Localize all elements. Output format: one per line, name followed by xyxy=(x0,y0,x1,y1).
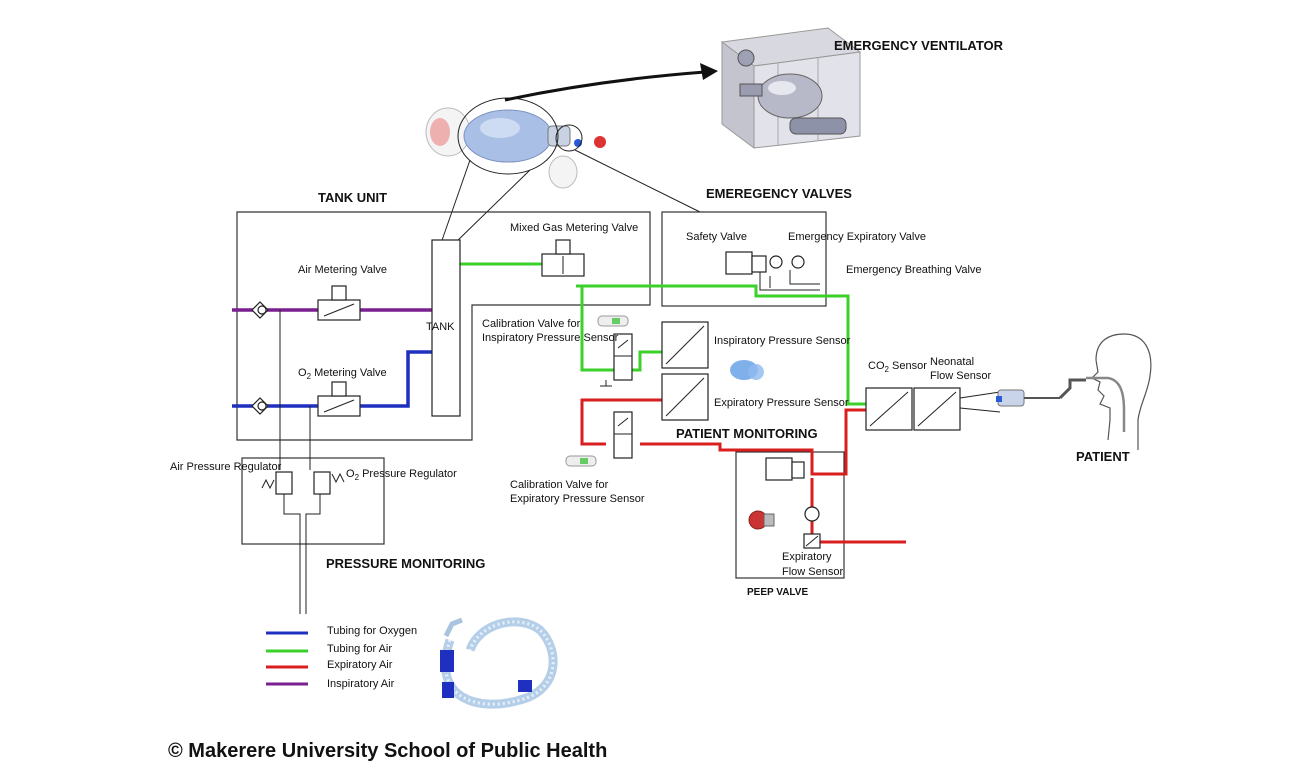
o2-pressure-regulator-icon xyxy=(313,471,345,495)
air-tube-calibration xyxy=(580,286,662,372)
patient-connector-icon xyxy=(996,378,1086,407)
red-peep-part-icon xyxy=(748,510,775,530)
bag-valve-mask-illustration xyxy=(425,107,606,189)
calibration-valve-inspiratory-label-1: Calibration Valve for xyxy=(482,318,581,330)
peep-valve-icon xyxy=(765,457,821,549)
air-metering-valve-label: Air Metering Valve xyxy=(298,264,387,276)
expiratory-flow-sensor-label-2: Flow Sensor xyxy=(782,566,843,578)
safety-valve-label: Safety Valve xyxy=(686,231,747,243)
pointer-line-1 xyxy=(439,159,471,247)
pointer-line-3 xyxy=(574,149,701,213)
tank xyxy=(431,239,461,417)
mixed-gas-metering-valve-label: Mixed Gas Metering Valve xyxy=(510,222,638,234)
ventilator-tubing-illustration xyxy=(440,617,558,709)
legend-label-oxygen: Tubing for Oxygen xyxy=(327,625,417,637)
co2-sensor-label: CO2 Sensor xyxy=(868,360,927,374)
o2-metering-valve-icon xyxy=(317,381,361,417)
calibration-valve-expiratory-label-1: Calibration Valve for xyxy=(510,479,609,491)
pressure-monitoring-heading: PRESSURE MONITORING xyxy=(326,556,485,571)
neonatal-flow-sensor-label-1: Neonatal xyxy=(930,356,974,368)
air-metering-valve-icon xyxy=(317,285,361,321)
zoom-circle-small xyxy=(555,124,583,152)
emergency-breathing-valve-label: Emergency Breathing Valve xyxy=(846,264,982,276)
emergency-valve-lines xyxy=(759,270,820,291)
air-tube-main xyxy=(576,284,866,406)
inspiratory-pressure-sensor-icon xyxy=(661,321,709,369)
emergency-expiratory-valve-label: Emergency Expiratory Valve xyxy=(788,231,926,243)
pointer-line-2 xyxy=(451,169,531,247)
calibration-valve-expiratory-label-2: Expiratory Pressure Sensor xyxy=(510,493,645,505)
legend: Tubing for Oxygen Tubing for Air Expirat… xyxy=(266,625,417,690)
neonatal-flow-sensor-label-2: Flow Sensor xyxy=(930,370,991,382)
emergency-valves-box xyxy=(661,211,827,307)
calibration-valve-expiratory-icon xyxy=(565,411,633,467)
regulator-lines xyxy=(279,310,321,614)
pressure-monitoring-box xyxy=(241,457,385,545)
emergency-valves-heading: EMEREGENCY VALVES xyxy=(706,186,852,201)
inspiratory-pressure-sensor-label: Inspiratory Pressure Sensor xyxy=(714,335,851,347)
zoom-arrow xyxy=(504,70,706,102)
tank-label: TANK xyxy=(426,321,455,333)
peep-valve-heading: PEEP VALVE xyxy=(747,587,808,598)
air-pressure-regulator-icon xyxy=(261,471,293,495)
legend-label-expiratory: Expiratory Air xyxy=(327,659,393,671)
o2-pressure-regulator-label: O2 Pressure Regulator xyxy=(346,468,457,482)
patient-label: PATIENT xyxy=(1076,449,1130,464)
patient-monitoring-heading: PATIENT MONITORING xyxy=(676,426,818,441)
tank-unit-heading: TANK UNIT xyxy=(318,190,387,205)
calibration-valve-inspiratory-icon xyxy=(597,315,633,387)
co2-sensor-icon xyxy=(865,387,913,431)
air-check-valve-icon xyxy=(251,301,269,319)
blue-sensor-part-icon xyxy=(730,360,764,380)
expiratory-pressure-sensor-icon xyxy=(661,373,709,421)
safety-valve-icon xyxy=(725,251,767,275)
air-pressure-regulator-label: Air Pressure Regulator xyxy=(170,461,282,473)
emergency-ventilator-illustration xyxy=(720,27,862,149)
o2-metering-valve-label: O2 Metering Valve xyxy=(298,367,387,381)
mixed-gas-metering-valve-icon xyxy=(541,239,585,277)
expiratory-air-tube-3 xyxy=(810,478,906,544)
neonatal-flow-sensor-icon xyxy=(913,387,961,431)
peep-valve-box xyxy=(735,451,845,579)
copyright-notice: © Makerere University School of Public H… xyxy=(168,740,608,762)
expiratory-pressure-sensor-label: Expiratory Pressure Sensor xyxy=(714,397,849,409)
expiratory-air-tube-2 xyxy=(640,408,866,476)
emergency-expiratory-valve-icon xyxy=(769,255,805,269)
expiratory-air-tube-1 xyxy=(580,398,662,446)
zoom-arrowhead-icon xyxy=(700,63,718,80)
oxygen-check-valve-icon xyxy=(251,397,269,415)
legend-label-inspiratory: Inspiratory Air xyxy=(327,678,395,690)
legend-label-air: Tubing for Air xyxy=(327,643,392,655)
expiratory-flow-sensor-label-1: Expiratory xyxy=(782,551,832,563)
patient-circuit-lines xyxy=(959,391,1001,413)
emergency-ventilator-title: EMERGENCY VENTILATOR xyxy=(834,38,1004,53)
tank-unit-box xyxy=(236,211,651,441)
calibration-valve-inspiratory-label-2: Inspiratory Pressure Sensor xyxy=(482,332,619,344)
patient-head-icon xyxy=(1086,333,1152,450)
